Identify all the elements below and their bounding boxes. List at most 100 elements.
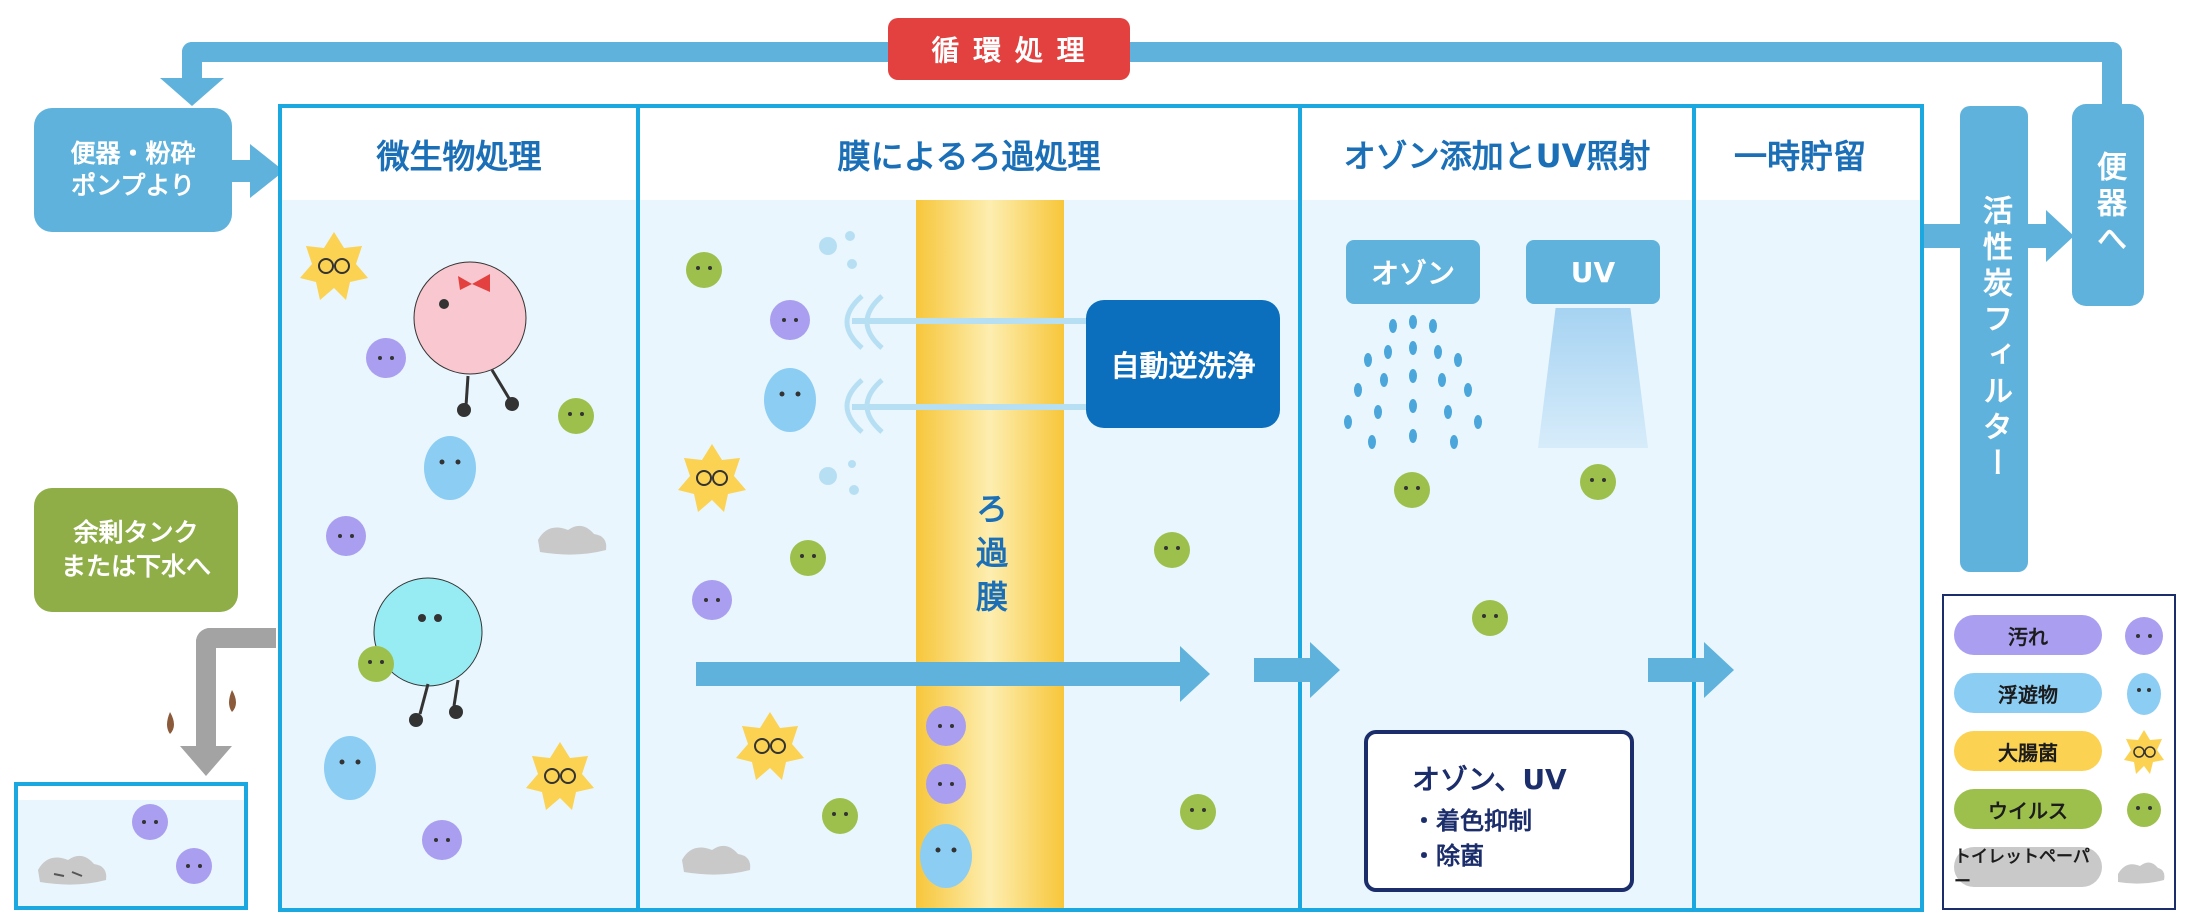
tissue-icon <box>38 855 107 885</box>
surplus-pipe-horizontal <box>196 628 276 648</box>
flow-arrow-head <box>1310 642 1340 698</box>
virus-icon <box>790 540 826 576</box>
carbon-filter-label: 活性炭フィルター <box>1977 195 2012 483</box>
legend-label: 浮遊物 <box>1954 673 2102 713</box>
e-coli-icon <box>526 742 594 810</box>
e-coli-icon <box>300 232 368 300</box>
source-label: 便器・粉砕 ポンプより <box>70 138 196 201</box>
stage-body <box>1696 200 1920 908</box>
legend-item-toilet-paper: トイレットペーパー <box>1954 846 2188 892</box>
flow-arrow-shaft <box>1648 658 1706 682</box>
virus-icon <box>1394 472 1430 508</box>
drip-drops <box>167 690 236 734</box>
legend-item-dirt: 汚れ <box>1954 614 2188 656</box>
info-title: オゾン、UV <box>1412 763 1567 796</box>
uv-light-icon <box>1538 308 1648 448</box>
dirt-icon <box>366 338 406 378</box>
legend-label: 汚れ <box>1954 615 2102 655</box>
microbe-pink-icon <box>413 261 527 417</box>
virus-icon <box>358 646 394 682</box>
virus-icon <box>1180 794 1216 830</box>
surplus-badge: 余剰タンク または下水へ <box>34 488 238 612</box>
surplus-arrow-head <box>180 746 232 776</box>
dirt-icon <box>2125 617 2163 655</box>
backwash-badge: 自動逆洗浄 <box>1086 300 1280 428</box>
legend: 汚れ 浮遊物 大腸菌 ウイルス トイレットペーパー <box>1942 594 2176 910</box>
ozone-spray-icon <box>1344 315 1482 449</box>
stage-body: ろ過膜 自動逆洗浄 <box>640 200 1298 908</box>
filter-to-toilet-arrow-head <box>2046 210 2074 262</box>
legend-label: ウイルス <box>1954 789 2102 829</box>
stage-title: オゾン添加とUV照射 <box>1302 108 1692 200</box>
e-coli-icon <box>736 712 804 780</box>
legend-label: 大腸菌 <box>1954 731 2102 771</box>
destination-label: 便器へ <box>2091 151 2126 259</box>
stage-body: オゾン UV オゾン、UV ・着色抑制 ・除菌 <box>1302 200 1692 908</box>
filter-to-toilet-pipe <box>2028 224 2048 248</box>
legend-item-floater: 浮遊物 <box>1954 672 2188 715</box>
dirt-icon <box>926 706 966 746</box>
floater-icon <box>920 824 972 888</box>
flow-arrow-shaft <box>696 662 1182 686</box>
dirt-icon <box>692 580 732 620</box>
virus-icon <box>822 798 858 834</box>
stage-title: 微生物処理 <box>282 108 636 200</box>
flow-arrow-shaft <box>1254 658 1312 682</box>
virus-icon <box>1580 464 1616 500</box>
source-arrow-head <box>250 144 284 198</box>
info-item: ・着色抑制 <box>1412 807 1532 835</box>
virus-icon <box>1154 532 1190 568</box>
floater-icon <box>324 736 376 800</box>
recirculation-badge: 循 環 処 理 <box>888 18 1130 80</box>
stage-membrane: 膜によるろ過処理 ろ過膜 自動逆洗浄 <box>636 104 1302 912</box>
backwash-wave-icon <box>844 294 884 434</box>
stage-storage: 一時貯留 <box>1692 104 1924 912</box>
virus-icon <box>1472 600 1508 636</box>
dirt-icon <box>176 848 212 884</box>
backwash-line-lower <box>852 404 1232 410</box>
recirculation-loop-left <box>182 42 202 84</box>
dirt-icon <box>770 300 810 340</box>
source-badge: 便器・粉砕 ポンプより <box>34 108 232 232</box>
flow-arrow-head <box>1180 646 1210 702</box>
e-coli-icon <box>678 444 746 512</box>
stage-body <box>282 200 636 908</box>
tissue-icon <box>538 525 607 555</box>
tissue-icon <box>2118 862 2165 884</box>
dirt-icon <box>132 804 168 840</box>
stage-microbial: 微生物処理 <box>278 104 640 912</box>
legend-item-e-coli: 大腸菌 <box>1954 730 2188 774</box>
recirculation-loop-right <box>2102 42 2122 108</box>
dirt-icon <box>422 820 462 860</box>
surplus-tank <box>14 782 248 910</box>
storage-to-filter-pipe <box>1924 224 1962 248</box>
dirt-icon <box>326 516 366 556</box>
stage-title: 一時貯留 <box>1696 108 1920 200</box>
surplus-pipe-vertical <box>196 628 216 748</box>
virus-icon <box>558 398 594 434</box>
ozone-uv-info-box: オゾン、UV ・着色抑制 ・除菌 <box>1364 730 1634 892</box>
dirt-icon <box>926 764 966 804</box>
virus-icon <box>686 252 722 288</box>
floater-icon <box>764 368 816 432</box>
floater-icon <box>424 436 476 500</box>
ozone-badge: オゾン <box>1346 240 1480 304</box>
e-coli-icon <box>2124 730 2164 774</box>
virus-icon <box>2127 793 2161 827</box>
flow-arrow-head <box>1704 642 1734 698</box>
carbon-filter: 活性炭フィルター <box>1960 106 2028 572</box>
floater-icon <box>2127 673 2161 715</box>
info-item: ・除菌 <box>1412 841 1484 870</box>
ozone-uv-scene <box>1394 464 1616 636</box>
destination-badge: 便器へ <box>2072 104 2144 306</box>
surplus-label: 余剰タンク または下水へ <box>60 518 211 581</box>
backwash-line-upper <box>852 318 1232 324</box>
stage-title: 膜によるろ過処理 <box>640 108 1298 200</box>
tissue-icon <box>682 845 751 875</box>
stage-ozone-uv: オゾン添加とUV照射 オゾン UV オゾン、UV ・着色抑制 ・除菌 <box>1298 104 1696 912</box>
legend-item-virus: ウイルス <box>1954 788 2188 830</box>
microbe-cyan-icon <box>373 577 483 727</box>
source-arrow-shaft <box>232 160 252 182</box>
legend-label: トイレットペーパー <box>1954 847 2102 892</box>
uv-badge: UV <box>1526 240 1660 304</box>
